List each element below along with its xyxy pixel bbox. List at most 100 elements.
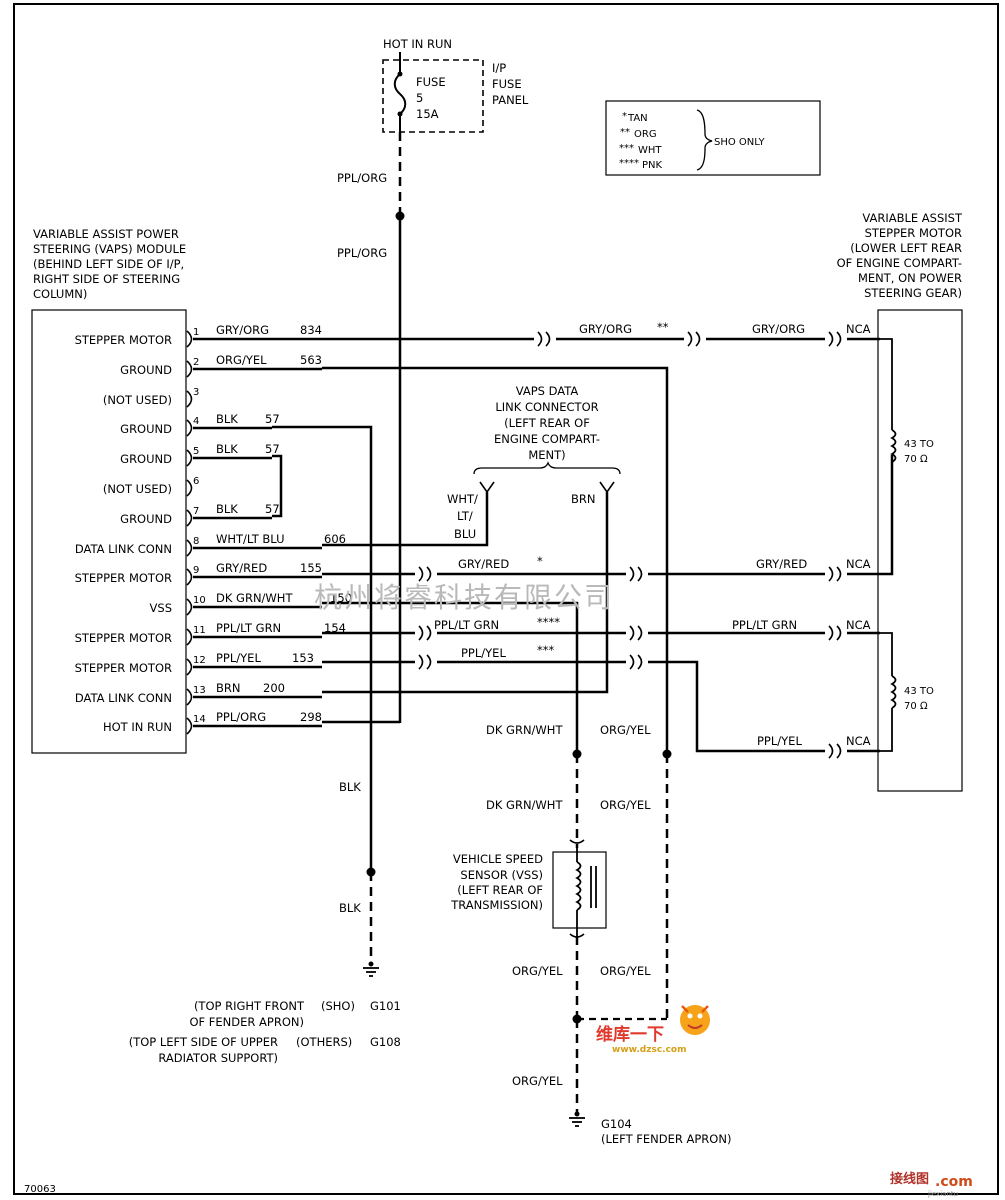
pin-connector (186, 688, 193, 706)
pin-number: 5 (193, 446, 199, 457)
w9-right-label: GRY/RED (756, 557, 807, 571)
pin-label: GROUND (120, 452, 172, 466)
vss-low-left-label: ORG/YEL (512, 964, 563, 978)
legend-mark-1: * (622, 111, 627, 122)
nca-11: NCA (846, 618, 871, 632)
module-box (31, 309, 187, 754)
legend-color-1: TAN (627, 113, 648, 124)
vss-mid-left-label: DK GRN/WHT (486, 798, 563, 812)
pin-label: STEPPER MOTOR (75, 661, 172, 675)
g101-id: G101 (370, 999, 401, 1013)
pin-number: 9 (193, 565, 199, 576)
pin-connector (186, 360, 193, 378)
g101-location-1: (TOP RIGHT FRONT (194, 999, 305, 1013)
connector-c1b (687, 331, 701, 347)
pin-connector (186, 568, 193, 586)
fuse-panel-label-1: I/P (492, 61, 506, 75)
pin-label: (NOT USED) (103, 482, 172, 496)
wire-pin8-run (322, 492, 489, 547)
pin-connector (186, 539, 193, 557)
coil-2-resistance-1: 43 TO (904, 686, 934, 697)
w12-mid-mark: *** (537, 643, 555, 657)
blk-lower-label: BLK (339, 901, 361, 915)
corner-com: .com (935, 1174, 973, 1190)
legend: * TAN ** ORG *** WHT **** PNK SHO ONLY (605, 100, 821, 176)
w9-mid-label: GRY/RED (458, 557, 509, 571)
g108-id: G108 (370, 1035, 401, 1049)
pin-wire-color: PPL/YEL (216, 651, 261, 665)
pin-connector (186, 330, 193, 348)
legend-brace (696, 109, 713, 171)
ground-blk-icon (363, 961, 379, 977)
vss-sensor-box (552, 851, 607, 929)
pin-connector (186, 658, 193, 676)
pin-label: STEPPER MOTOR (75, 333, 172, 347)
g104-location: (LEFT FENDER APRON) (601, 1132, 731, 1146)
vss-bottom-label: ORG/YEL (512, 1074, 563, 1088)
dlc-pin-left (479, 481, 495, 494)
connector-c1a (537, 331, 551, 347)
pin-number: 14 (193, 714, 206, 725)
dlc-wire-left-1: WHT/ (447, 492, 478, 506)
g108-location-1: (TOP LEFT SIDE OF UPPER (129, 1035, 278, 1049)
blk-upper-label: BLK (339, 780, 361, 794)
dlc-title-3: (LEFT REAR OF (504, 416, 590, 430)
data-link-connector: VAPS DATA LINK CONNECTOR (LEFT REAR OF E… (447, 384, 621, 541)
fuse-symbol (393, 73, 407, 115)
pin-connector (186, 449, 193, 467)
vss-section: DK GRN/WHT ORG/YEL DK GRN/WHT ORG/YEL VE… (450, 723, 731, 1146)
pin-circuit-number: 200 (263, 681, 285, 695)
pin-number: 4 (193, 416, 199, 427)
pin-number: 1 (193, 327, 199, 338)
vss-low-right-label: ORG/YEL (600, 964, 651, 978)
pin-wire-color: ORG/YEL (216, 353, 267, 367)
wire-pin12-run (322, 660, 880, 753)
feed-wire-label-upper: PPL/ORG (337, 171, 387, 185)
module-title-5: COLUMN) (33, 287, 87, 301)
pin-connector (186, 598, 193, 616)
connector-c9c (828, 566, 842, 582)
w11-mid-label: PPL/LT GRN (434, 618, 499, 632)
wire-pin5-7-jumper (272, 454, 283, 518)
dlc-pin-right (599, 481, 615, 494)
pin-number: 13 (193, 685, 206, 696)
connector-c11c (828, 625, 842, 641)
pin-wire-color: BLK (216, 412, 238, 426)
pin-connector (186, 717, 193, 735)
w1-right-label: GRY/ORG (752, 322, 805, 336)
logo-main: 维库一下 (596, 1024, 664, 1045)
pin-wire-color: BLK (216, 502, 238, 516)
dlc-wire-left-3: BLU (454, 527, 476, 541)
legend-note: SHO ONLY (714, 137, 766, 148)
inline-connectors (415, 331, 847, 759)
pin-number: 3 (193, 387, 199, 398)
pin-circuit-number: 298 (300, 710, 322, 724)
legend-mark-4: **** (619, 158, 639, 169)
w11-mid-mark: **** (537, 615, 560, 629)
motor-box (877, 309, 963, 792)
connector-c12c (828, 743, 842, 759)
pin-circuit-number: 153 (292, 651, 314, 665)
pin-wire-color: GRY/RED (216, 561, 267, 575)
legend-color-3: WHT (638, 145, 662, 156)
legend-color-2: ORG (634, 129, 657, 140)
w12-right-label: PPL/YEL (757, 734, 802, 748)
vss-sensor-label-4: TRANSMISSION) (450, 898, 543, 912)
diagram-border (13, 3, 999, 1195)
w1-mid-mark: ** (657, 320, 669, 334)
feed-wire-label-lower: PPL/ORG (337, 246, 387, 260)
corner-watermark: 接线图 .com jiexiantu (890, 1171, 973, 1198)
pin-number: 12 (193, 655, 206, 666)
w1-mid-label: GRY/ORG (579, 322, 632, 336)
dlc-brace (473, 461, 621, 475)
w11-right-label: PPL/LT GRN (732, 618, 797, 632)
wire-pin13-run (322, 492, 609, 694)
pin-label: DATA LINK CONN (75, 691, 172, 705)
motor-title-5: MENT, ON POWER (858, 271, 962, 285)
fuse-label: FUSE (416, 75, 446, 89)
dlc-title-1: VAPS DATA (516, 384, 579, 398)
connector-c11a (418, 625, 432, 641)
wire-pin4-run (272, 425, 373, 870)
g104-id: G104 (601, 1117, 632, 1131)
